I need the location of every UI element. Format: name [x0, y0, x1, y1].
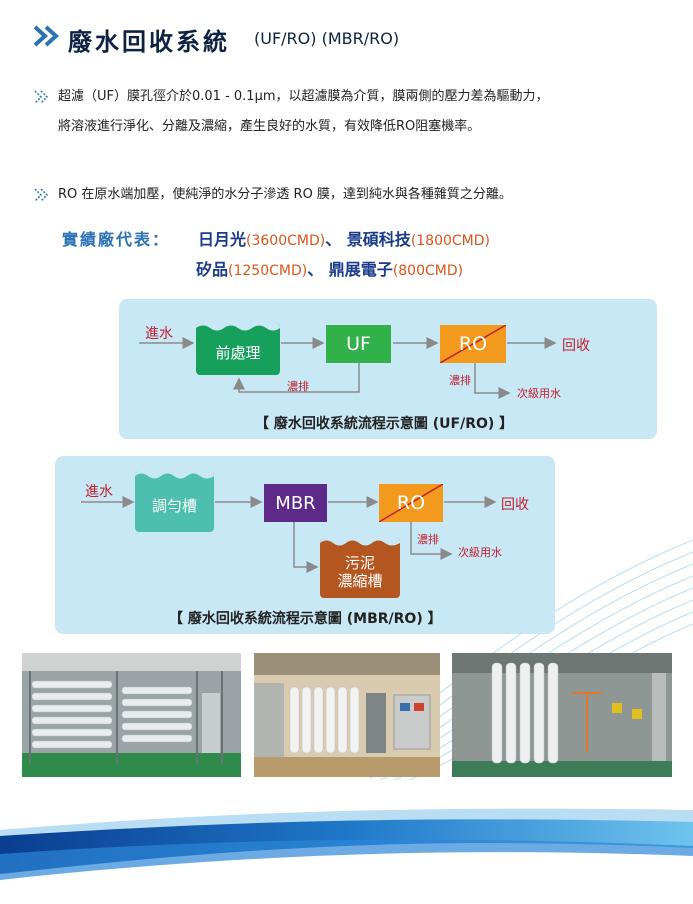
secondary-water-label: 次級用水 — [458, 546, 502, 559]
recover-label: 回收 — [562, 338, 590, 354]
thickening-tank-label: 濃縮槽 — [337, 572, 383, 590]
plant-capacity: (800CMD) — [392, 263, 464, 279]
equipment-photo — [22, 653, 241, 777]
water-surface-icon — [135, 471, 214, 479]
inlet-label: 進水 — [145, 326, 173, 342]
plant-capacity: (1800CMD) — [410, 233, 490, 249]
photo-mbr-membrane-system — [254, 653, 440, 777]
drain-label: 濃排 — [287, 380, 309, 393]
equalization-tank-box: 調勻槽 — [135, 471, 214, 532]
inlet-label: 進水 — [85, 484, 113, 500]
uf-ro-flow-diagram: 進水 前處理 UF RO 回收 濃排 濃排 次級用水 【 廢水回收系統流程示意圖… — [119, 299, 657, 439]
sludge-label: 污泥 — [344, 554, 375, 572]
plant-name: 景碩科技 — [346, 230, 411, 249]
bullet-uf-description: 超濾（UF）膜孔徑介於0.01 - 0.1μm，以超濾膜為介質，膜兩側的壓力差為… — [58, 89, 549, 134]
ro-label: RO — [458, 333, 488, 355]
ro-membrane-line — [379, 484, 443, 522]
water-surface-icon — [320, 538, 400, 546]
reference-label: 實績廠代表： — [62, 230, 171, 249]
mbr-ro-flow-diagram: 進水 調勻槽 MBR RO 回收 濃排 次級用水 污泥 濃縮槽 【 廢水回收系統… — [55, 456, 555, 634]
bullet-ro-description: RO 在原水端加壓，使純淨的水分子滲透 RO 膜，達到純水與各種雜質之分離。 — [58, 187, 512, 202]
equipment-photo — [254, 653, 440, 777]
uf-box: UF — [326, 325, 391, 363]
plant-separator: 、 — [325, 230, 342, 249]
mbr-box: MBR — [264, 484, 327, 522]
recover-label: 回收 — [501, 497, 529, 513]
diagram-connectors — [139, 337, 557, 399]
plant-name: 日月光 — [198, 230, 247, 249]
ro-membrane-line — [440, 325, 506, 363]
plant-capacity: (1250CMD) — [228, 263, 308, 279]
page-subtitle: (UF/RO) (MBR/RO) — [254, 29, 400, 48]
plant-capacity: (3600CMD) — [246, 233, 326, 249]
decorative-bottom-wave — [0, 808, 693, 880]
page-title: 廢水回收系統 — [68, 27, 230, 56]
pretreatment-box: 前處理 — [196, 323, 280, 375]
diagram-caption: 【 廢水回收系統流程示意圖 (UF/RO) 】 — [255, 416, 514, 432]
reference-line-1: 日月光(3600CMD)、 景碩科技(1800CMD) — [198, 226, 490, 250]
diagram-caption: 【 廢水回收系統流程示意圖 (MBR/RO) 】 — [169, 611, 442, 627]
ro-box: RO — [379, 484, 443, 522]
tank-label: 調勻槽 — [151, 497, 197, 515]
plant-name: 矽品 — [196, 260, 229, 279]
bullet-chevron-icon — [34, 90, 49, 104]
bullet-chevron-icon — [34, 188, 49, 202]
water-surface-icon — [196, 323, 280, 331]
sludge-thickening-tank-box: 污泥 濃縮槽 — [320, 538, 400, 598]
ro-box: RO — [440, 325, 506, 363]
photo-ro-membrane-system — [452, 653, 672, 777]
photo-uf-membrane-skid — [22, 653, 241, 777]
equipment-photo — [452, 653, 672, 777]
double-chevron-icon — [33, 25, 59, 47]
plant-name: 鼎展電子 — [328, 260, 393, 279]
plant-separator: 、 — [307, 260, 324, 279]
diagram-connectors — [81, 496, 497, 573]
drain-label: 濃排 — [449, 374, 471, 387]
ro-label: RO — [396, 492, 426, 514]
secondary-water-label: 次級用水 — [517, 387, 561, 400]
pretreatment-label: 前處理 — [215, 343, 261, 362]
reference-line-2: 矽品(1250CMD)、 鼎展電子(800CMD) — [196, 256, 463, 280]
drain-label: 濃排 — [417, 533, 439, 546]
